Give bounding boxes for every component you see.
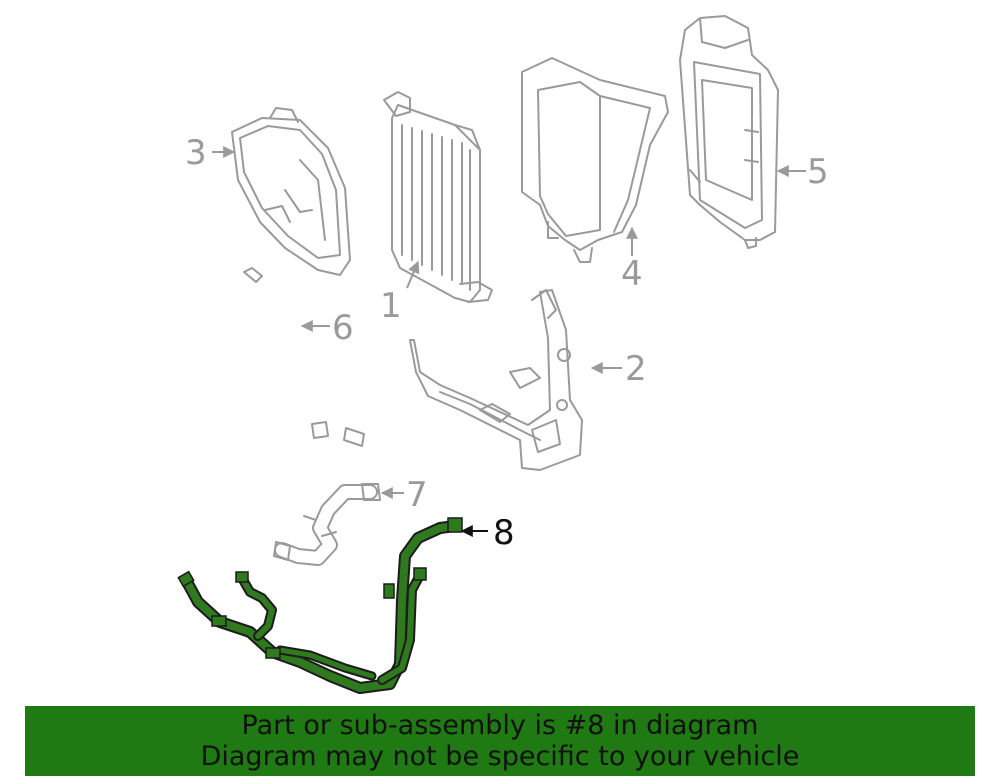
callout-7: 7 [406, 475, 428, 515]
callout-5: 5 [807, 152, 829, 192]
callout-8: 8 [493, 513, 515, 553]
part-2-bracket[interactable] [409, 289, 583, 471]
callout-2: 2 [625, 349, 647, 389]
banner-line-disclaimer: Diagram may not be specific to your vehi… [200, 741, 800, 772]
callout-1: 1 [380, 286, 402, 326]
part-5-radiator-frame[interactable] [679, 15, 779, 249]
callout-6: 6 [332, 308, 354, 348]
callout-4: 4 [621, 254, 643, 294]
part-8-coolant-hose-assembly[interactable] [177, 517, 463, 694]
callout-3: 3 [185, 133, 207, 173]
part-7-hose[interactable] [273, 483, 381, 566]
banner-line-part: Part or sub-assembly is #8 in diagram [241, 710, 759, 741]
part-6-hose[interactable] [243, 267, 365, 447]
leader-1 [406, 260, 420, 289]
part-info-banner: Part or sub-assembly is #8 in diagram Di… [25, 706, 975, 776]
part-3-air-guide[interactable] [231, 107, 351, 276]
part-4-shroud-panel[interactable] [521, 57, 669, 263]
part-1-radiator[interactable] [383, 91, 493, 303]
